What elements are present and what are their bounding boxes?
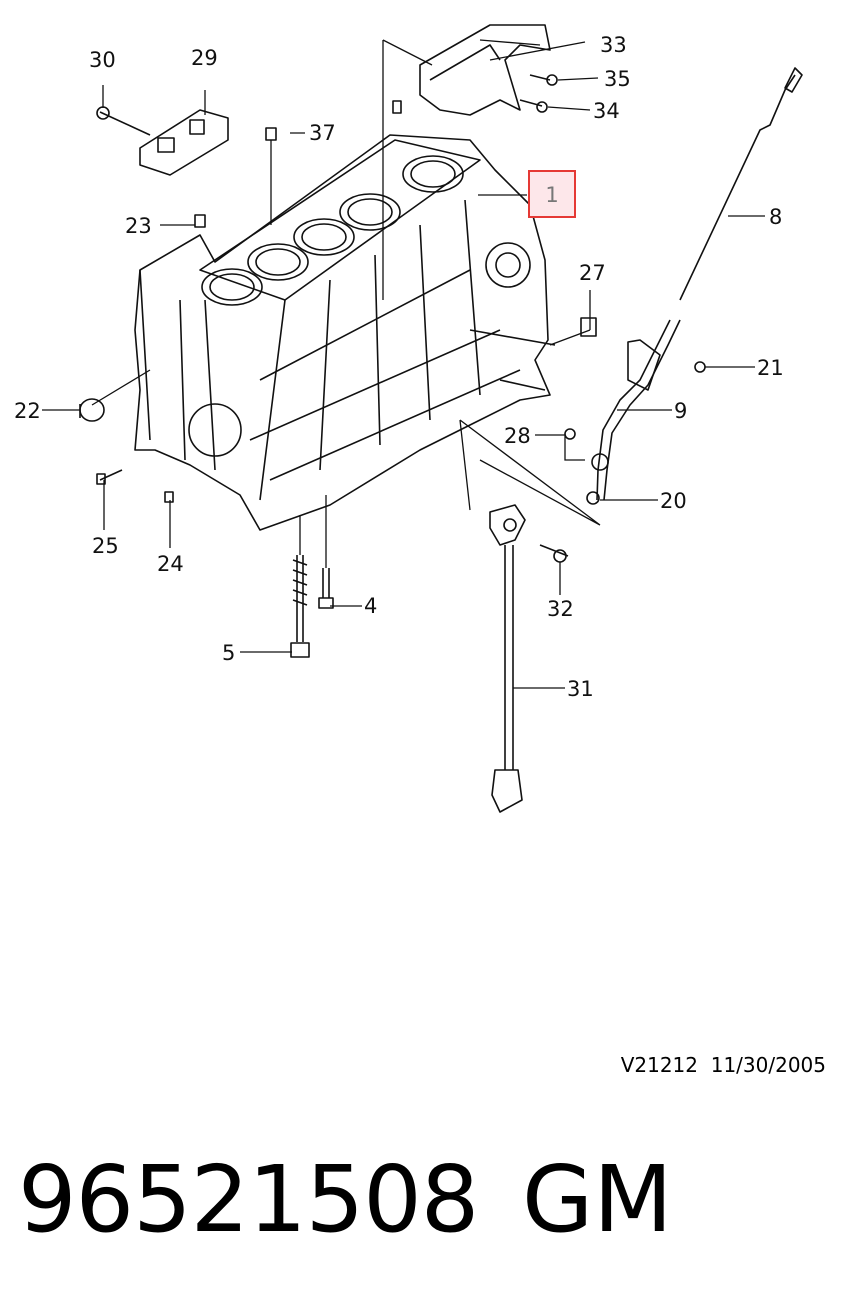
callout-1: 1 <box>545 183 559 207</box>
callout-37[interactable]: 37 <box>309 121 336 145</box>
diagram-reference: V21212 11/30/2005 <box>620 1053 826 1077</box>
callout-21[interactable]: 21 <box>757 356 784 380</box>
bolt-5 <box>296 555 304 642</box>
callout-29[interactable]: 29 <box>191 46 218 70</box>
callout-32[interactable]: 32 <box>547 597 574 621</box>
callout-20[interactable]: 20 <box>660 489 687 513</box>
callout-35[interactable]: 35 <box>604 67 631 91</box>
knock-sensor-31 <box>489 504 526 546</box>
cylinder-bore-1 <box>201 268 263 306</box>
callout-1-highlight[interactable]: 1 <box>528 170 576 218</box>
cylinder-bore-2 <box>247 243 309 281</box>
dipstick-8 <box>679 74 796 301</box>
brand-name: GM <box>522 1146 673 1253</box>
callout-28[interactable]: 28 <box>504 424 531 448</box>
callout-33[interactable]: 33 <box>600 33 627 57</box>
callout-24[interactable]: 24 <box>157 552 184 576</box>
cylinder-bore-5 <box>402 155 464 193</box>
callout-30[interactable]: 30 <box>89 48 116 72</box>
callout-22[interactable]: 22 <box>14 399 41 423</box>
callout-27[interactable]: 27 <box>579 261 606 285</box>
engine-block-diagram <box>42 24 803 813</box>
callout-25[interactable]: 25 <box>92 534 119 558</box>
part-number: 96521508 <box>18 1146 479 1253</box>
engine-block <box>134 134 551 531</box>
cylinder-bore-3 <box>293 218 355 256</box>
callout-34[interactable]: 34 <box>593 99 620 123</box>
callout-8[interactable]: 8 <box>769 205 783 229</box>
callout-31[interactable]: 31 <box>567 677 594 701</box>
cylinder-bore-4 <box>339 193 401 231</box>
bracket-33 <box>419 24 551 116</box>
callout-5[interactable]: 5 <box>222 641 236 665</box>
bolt-4 <box>322 568 330 598</box>
sensor-29 <box>139 109 229 176</box>
callout-9[interactable]: 9 <box>674 399 688 423</box>
plug-22 <box>79 398 105 422</box>
callout-4[interactable]: 4 <box>364 594 378 618</box>
callout-23[interactable]: 23 <box>125 214 152 238</box>
